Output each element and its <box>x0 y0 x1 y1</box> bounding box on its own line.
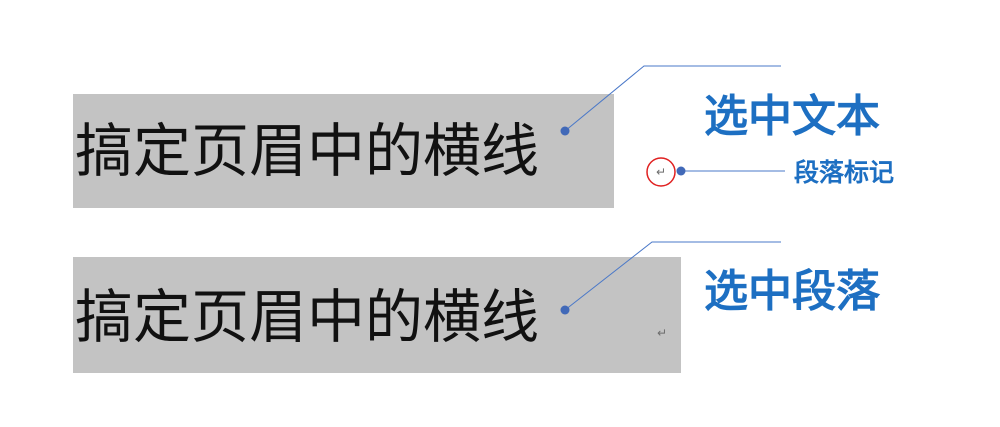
selected-paragraph-highlight <box>73 257 681 373</box>
selected-text-highlight <box>73 94 614 208</box>
callout-select-paragraph: 选中段落 <box>704 266 880 317</box>
paragraph-mark-icon: ↵ <box>657 326 668 340</box>
sample-text-selected-paragraph[interactable]: 搞定页眉中的横线 <box>75 283 540 351</box>
callout-select-text: 选中文本 <box>704 91 880 142</box>
leader-dot-icon <box>560 305 570 315</box>
leader-line-select-paragraph <box>564 241 781 311</box>
sample-text-selected-text[interactable]: 搞定页眉中的横线 <box>75 117 540 185</box>
highlight-circle-icon <box>646 157 676 187</box>
callout-paragraph-mark: 段落标记 <box>794 158 895 187</box>
leader-line-select-text <box>564 65 781 132</box>
leader-dot-icon <box>560 126 570 136</box>
leader-dot-icon <box>676 166 686 176</box>
paragraph-mark-icon: ↵ <box>656 165 667 179</box>
